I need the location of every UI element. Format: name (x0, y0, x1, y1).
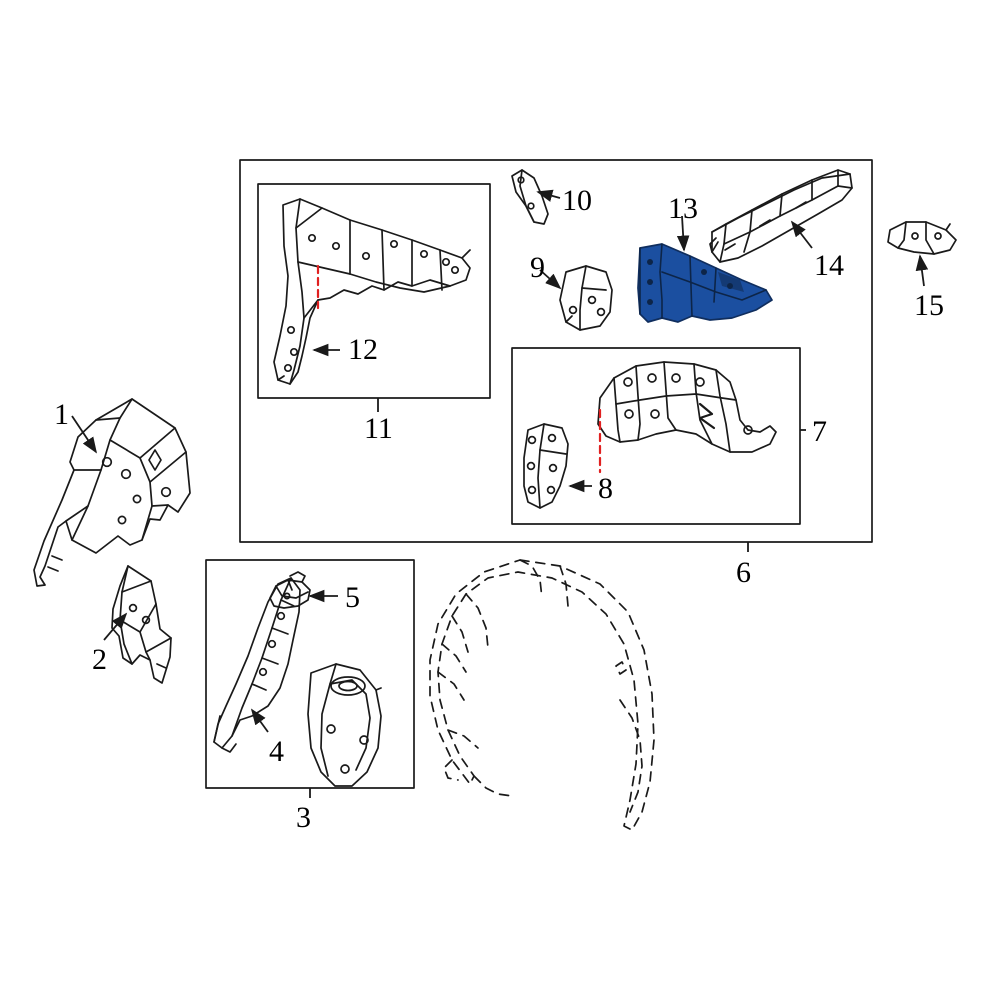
callout-label-9[interactable]: 9 (530, 251, 545, 284)
callout-label-1[interactable]: 1 (54, 398, 69, 431)
part-12-shape (273, 198, 471, 385)
leader-13 (676, 215, 690, 252)
part-7-shape (597, 361, 777, 453)
part-14-shape (709, 169, 853, 263)
leader-9 (539, 269, 562, 290)
leader-2 (103, 612, 128, 641)
fender-phantom-outline (429, 559, 655, 831)
callout-label-3[interactable]: 3 (296, 801, 311, 834)
part-2-shape (111, 565, 172, 684)
callout-label-11[interactable]: 11 (364, 412, 393, 445)
leader-1 (71, 415, 97, 454)
callout-label-6[interactable]: 6 (736, 556, 751, 589)
leader-15 (915, 254, 929, 287)
part-1-shape (33, 398, 191, 587)
callout-label-2[interactable]: 2 (92, 643, 107, 676)
callout-label-5[interactable]: 5 (345, 581, 360, 614)
part-9-shape (559, 265, 613, 331)
part-8-shape (523, 423, 569, 509)
callout-label-12[interactable]: 12 (348, 333, 378, 366)
callout-label-14[interactable]: 14 (814, 249, 844, 282)
callout-label-7[interactable]: 7 (812, 415, 827, 448)
part-3-shape (307, 663, 382, 787)
leader-14 (790, 220, 813, 249)
part-15-shape (887, 221, 957, 255)
callout-label-4[interactable]: 4 (269, 735, 284, 768)
callout-label-8[interactable]: 8 (598, 472, 613, 505)
leader-10 (536, 189, 561, 202)
callout-label-10[interactable]: 10 (562, 184, 592, 217)
part-13-shape-highlighted (637, 243, 773, 323)
part-4-shape (213, 577, 301, 753)
part-10-shape (511, 169, 549, 225)
callout-label-15[interactable]: 15 (914, 289, 944, 322)
leader-4 (250, 708, 269, 733)
callout-label-13[interactable]: 13 (668, 192, 698, 225)
